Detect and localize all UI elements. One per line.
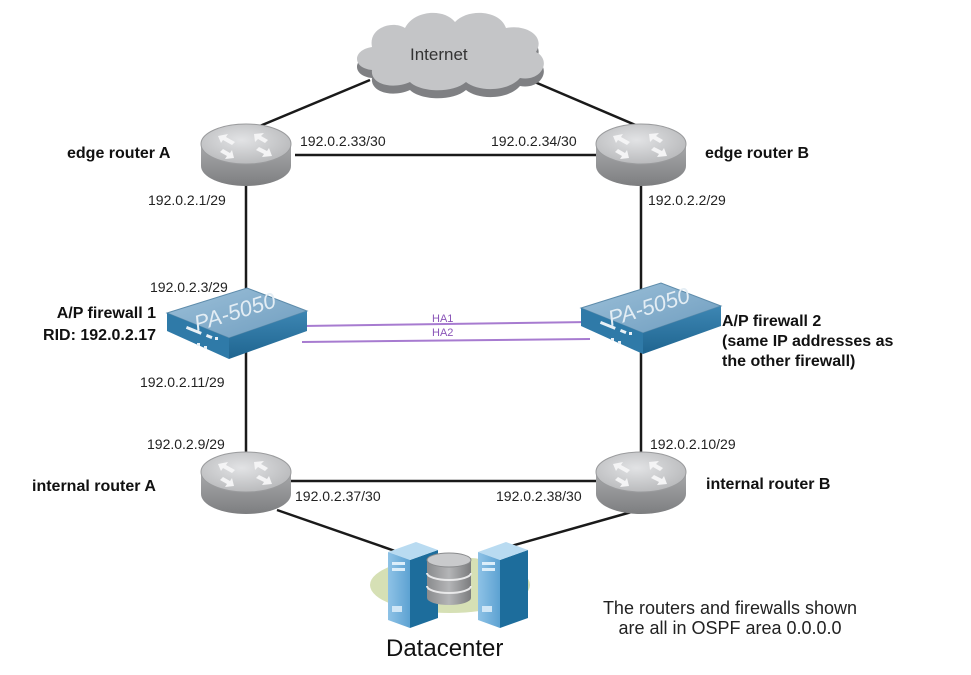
link-internet-edge-b <box>529 78 641 129</box>
internal-router-b-label: internal router B <box>706 476 831 493</box>
internal-router-b-icon <box>595 451 687 515</box>
datacenter-icon <box>370 542 530 628</box>
link-internal-a-datacenter <box>276 508 396 553</box>
cloud-icon <box>357 12 544 99</box>
firewall-2-label: A/P firewall 2 <box>722 313 822 330</box>
ha2-link <box>301 338 591 343</box>
ha2-label: HA2 <box>432 327 454 339</box>
edge-router-b-label: edge router B <box>705 145 810 162</box>
firewall-1-rid: RID: 192.0.2.17 <box>43 327 156 344</box>
firewall-2-icon: PA-5050 <box>580 282 722 355</box>
firewall-1-label: A/P firewall 1 <box>56 305 156 322</box>
ip-edge-b-down: 192.0.2.2/29 <box>648 192 726 208</box>
ip-edge-a-to-b: 192.0.2.33/30 <box>300 133 386 149</box>
ip-fw1-down: 192.0.2.11/29 <box>140 374 225 390</box>
ha-links <box>301 321 591 343</box>
edge-router-a-label: edge router A <box>67 145 171 162</box>
firewall-1-icon: PA-5050 <box>166 287 308 360</box>
internal-router-a-label: internal router A <box>32 478 156 495</box>
internal-router-a-icon <box>200 451 292 515</box>
ip-edge-a-down: 192.0.2.1/29 <box>148 192 226 208</box>
ha1-label: HA1 <box>432 313 454 325</box>
edge-router-a-icon <box>200 123 292 187</box>
datacenter-label: Datacenter <box>386 635 504 662</box>
ospf-note-line2: are all in OSPF area 0.0.0.0 <box>618 618 842 638</box>
ip-internal-b-up: 192.0.2.10/29 <box>650 436 736 452</box>
database-icon <box>426 552 472 605</box>
server-right-icon <box>478 542 528 628</box>
edge-router-b-icon <box>595 123 687 187</box>
ospf-note-line1: The routers and firewalls shown <box>602 598 858 618</box>
link-internal-b-datacenter <box>503 509 636 550</box>
firewall-2-note-line1: (same IP addresses as <box>722 333 894 350</box>
ha1-link <box>301 321 591 327</box>
firewall-2-note-line2: the other firewall) <box>722 353 856 370</box>
ip-internal-a-to-b: 192.0.2.37/30 <box>295 488 381 504</box>
ip-edge-b-to-a: 192.0.2.34/30 <box>491 133 577 149</box>
ip-internal-b-to-a: 192.0.2.38/30 <box>496 488 582 504</box>
ospf-area-note: The routers and firewalls shown are all … <box>560 598 900 638</box>
ip-internal-a-up: 192.0.2.9/29 <box>147 436 225 452</box>
internet-label: Internet <box>410 45 468 64</box>
ip-fw1-up: 192.0.2.3/29 <box>150 279 228 295</box>
link-internet-edge-a <box>254 78 371 130</box>
